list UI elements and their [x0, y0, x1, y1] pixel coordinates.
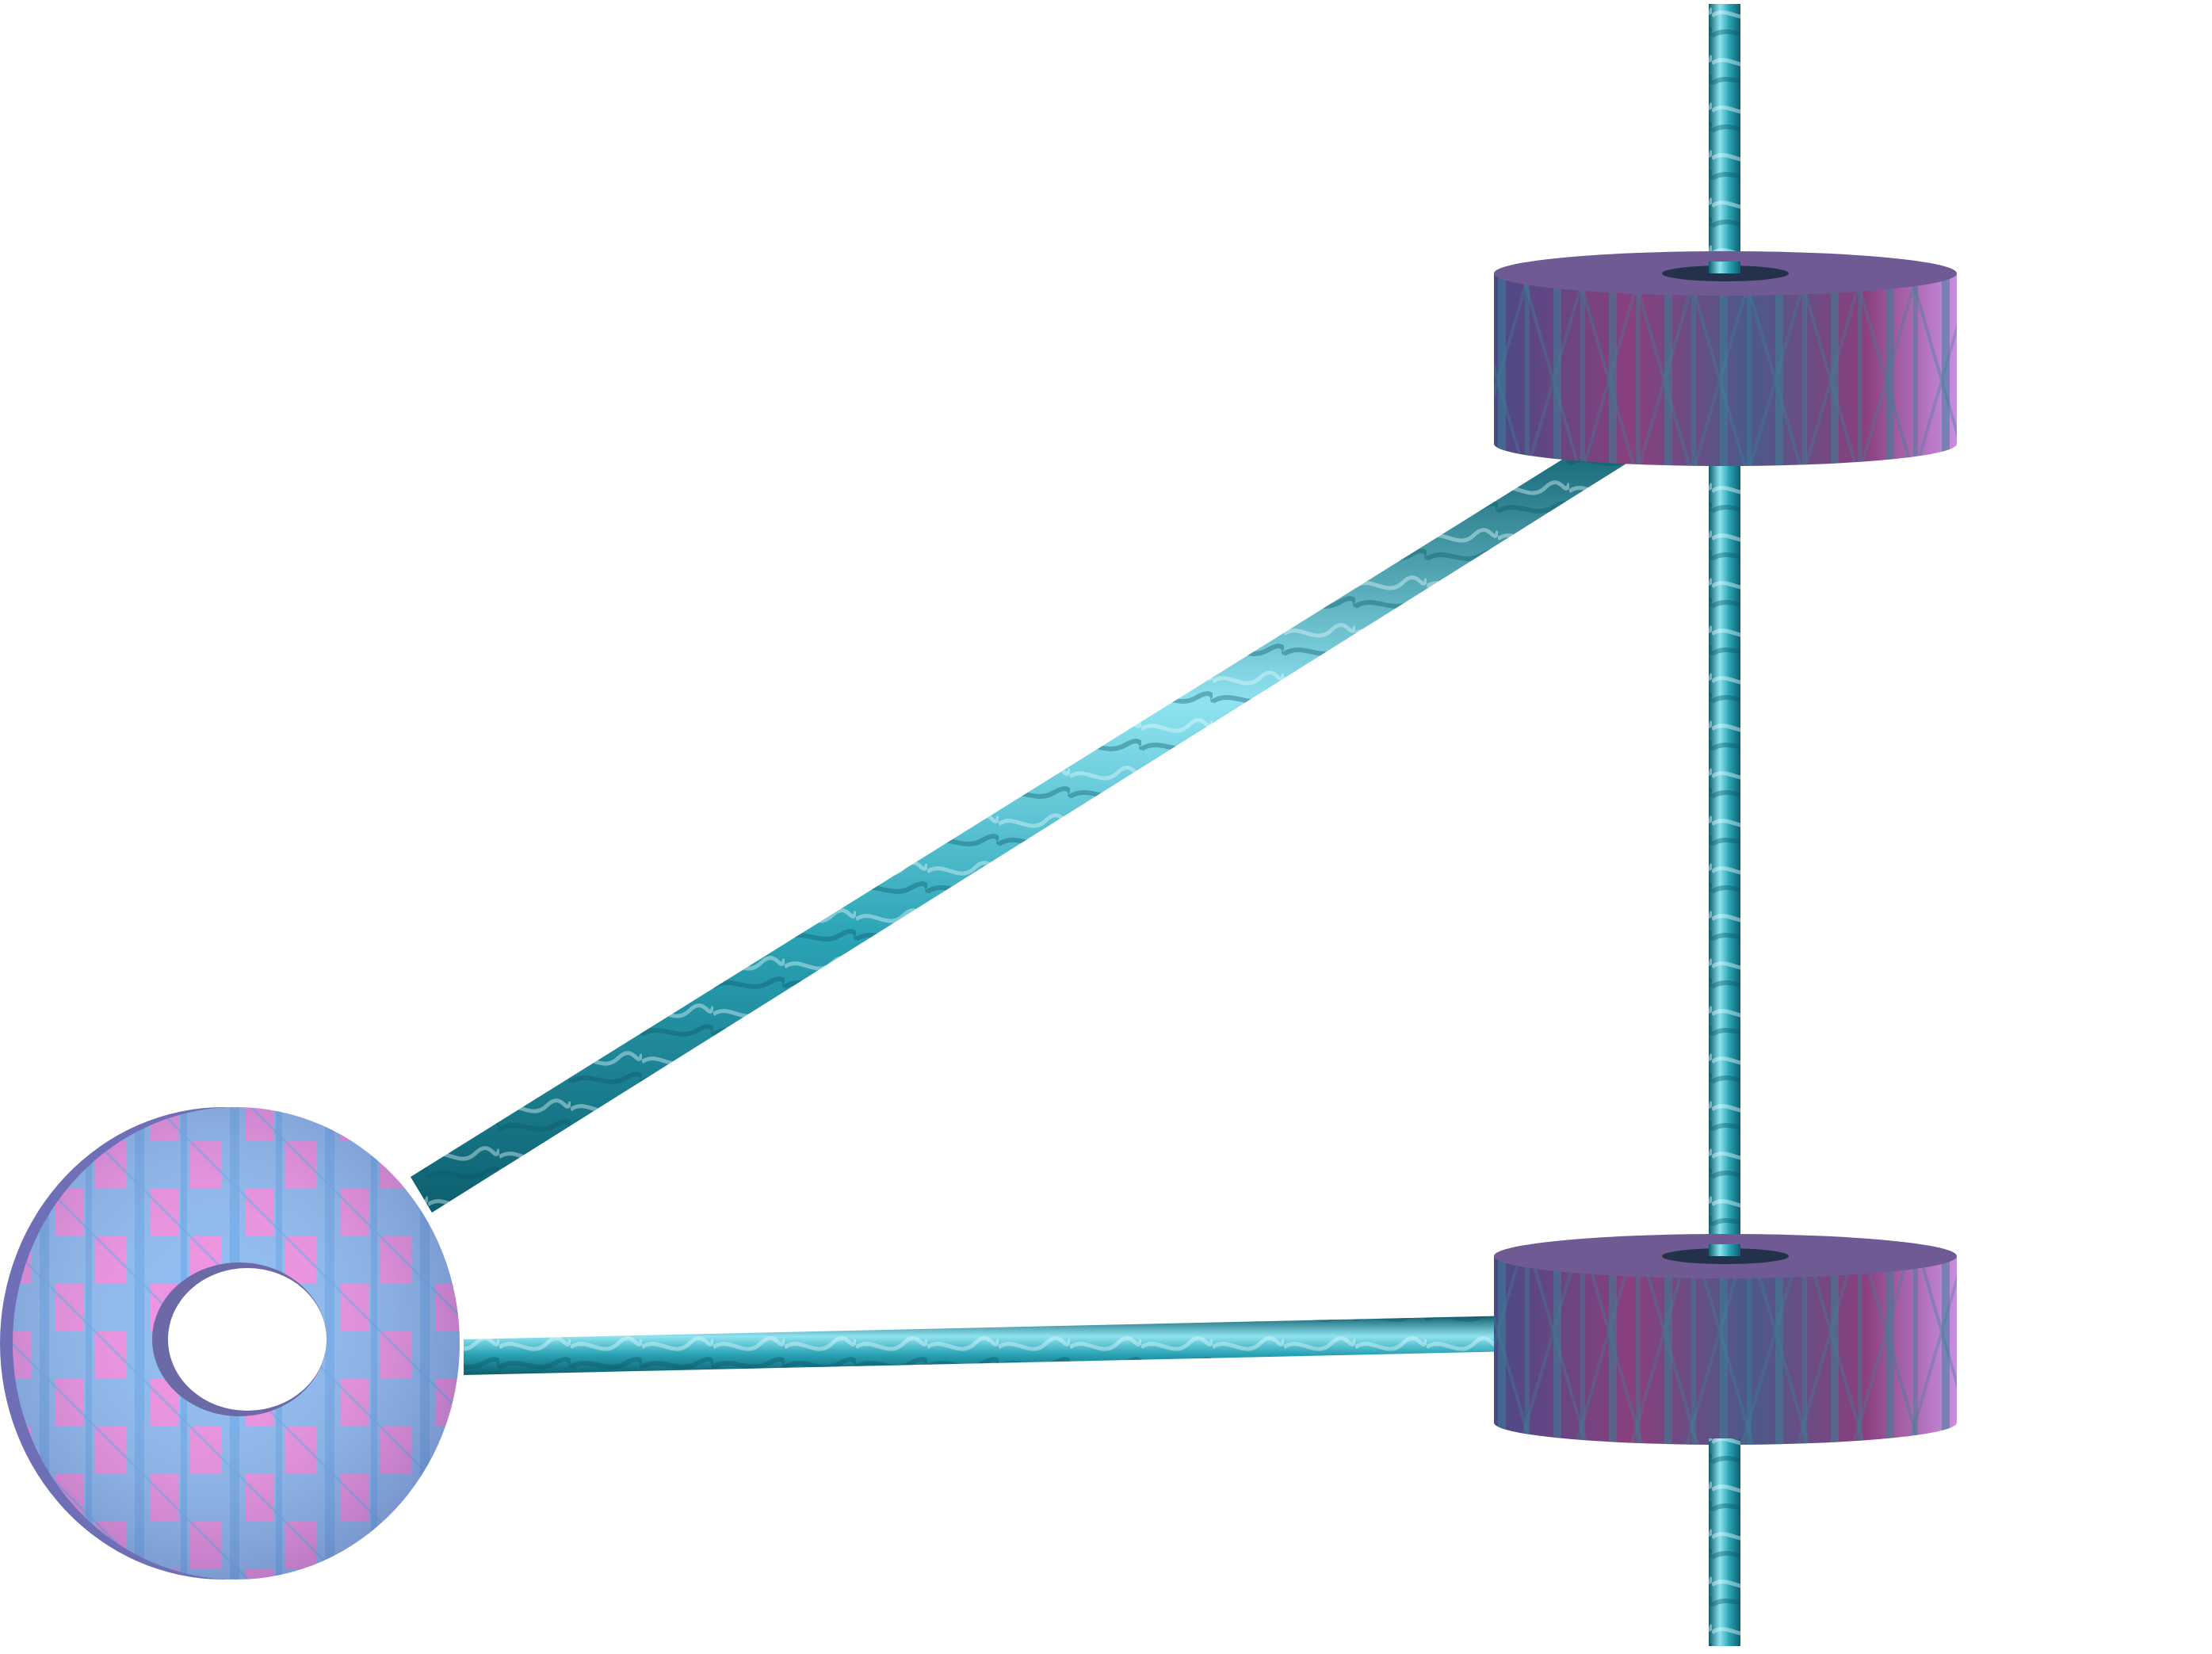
washer-disc: [0, 1107, 460, 1580]
horizontal-rod: [464, 1316, 1514, 1375]
upper-ring: [1494, 251, 1957, 466]
vertical-shaft-lower: [1709, 1438, 1740, 1646]
diagonal-rod: [411, 428, 1633, 1213]
lower-ring: [1494, 1234, 1957, 1445]
